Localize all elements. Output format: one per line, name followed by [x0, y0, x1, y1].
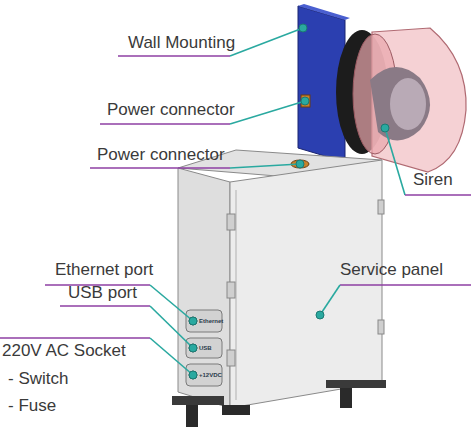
leader-dot	[189, 344, 197, 352]
part-name: Service panel	[340, 260, 443, 280]
port-marking: +12VDC	[199, 372, 222, 379]
leader-line	[90, 167, 230, 169]
leader-line	[150, 306, 193, 348]
feature-item: - Switch	[8, 369, 68, 389]
leader-dot	[189, 317, 197, 325]
latch	[378, 200, 384, 214]
service-panel	[230, 160, 382, 408]
foot	[222, 405, 250, 415]
usb-port-cap	[189, 344, 197, 352]
leader-line	[230, 164, 300, 168]
foot	[172, 396, 224, 405]
leader-dot	[381, 124, 389, 132]
part-name: 220V AC Socket	[2, 341, 126, 361]
cabinet-left-face	[178, 168, 230, 408]
hinge	[227, 214, 235, 230]
leader-line	[150, 338, 193, 375]
leader-line	[150, 285, 193, 321]
port-marking: USB	[199, 345, 212, 352]
ac-socket-plate	[186, 364, 222, 386]
leader-dot	[296, 160, 304, 168]
leader-line	[118, 55, 230, 57]
foot	[340, 388, 352, 408]
hinge	[227, 282, 235, 298]
hinge	[227, 350, 235, 366]
leader-line	[340, 284, 471, 286]
leader-line	[230, 101, 305, 124]
leader-dot	[299, 24, 307, 32]
leader-dot	[189, 371, 197, 379]
foot	[186, 405, 198, 427]
feature-item: - Fuse	[8, 396, 56, 416]
ethernet-port-cap	[189, 317, 197, 325]
leader-lines	[0, 28, 471, 375]
door-seam	[236, 190, 237, 400]
part-name: Wall Mounting	[128, 33, 235, 53]
leader-line	[320, 285, 340, 315]
siren-power-connector	[301, 95, 310, 107]
ac-socket-cap	[189, 371, 197, 379]
wall-plate-edge	[298, 4, 350, 20]
leader-line	[100, 123, 230, 125]
part-name: Siren	[413, 170, 453, 190]
leader-dot	[301, 97, 309, 105]
part-name: Power connector	[107, 100, 235, 120]
part-name: Ethernet port	[55, 260, 153, 280]
port-marking: Ethernet	[199, 318, 223, 325]
latch	[378, 320, 384, 334]
part-name: USB port	[68, 283, 137, 303]
leader-dot	[316, 311, 324, 319]
leader-line	[0, 337, 150, 339]
leader-line	[405, 194, 471, 196]
part-name: Power connector	[97, 145, 225, 165]
foot	[326, 380, 386, 388]
siren-cone-tip	[390, 78, 426, 130]
leader-line	[230, 28, 303, 56]
siren-cone	[370, 67, 430, 141]
usb-port-plate	[186, 338, 222, 358]
leader-line	[60, 305, 150, 307]
leader-line	[385, 128, 405, 195]
leader-dots	[189, 24, 389, 379]
